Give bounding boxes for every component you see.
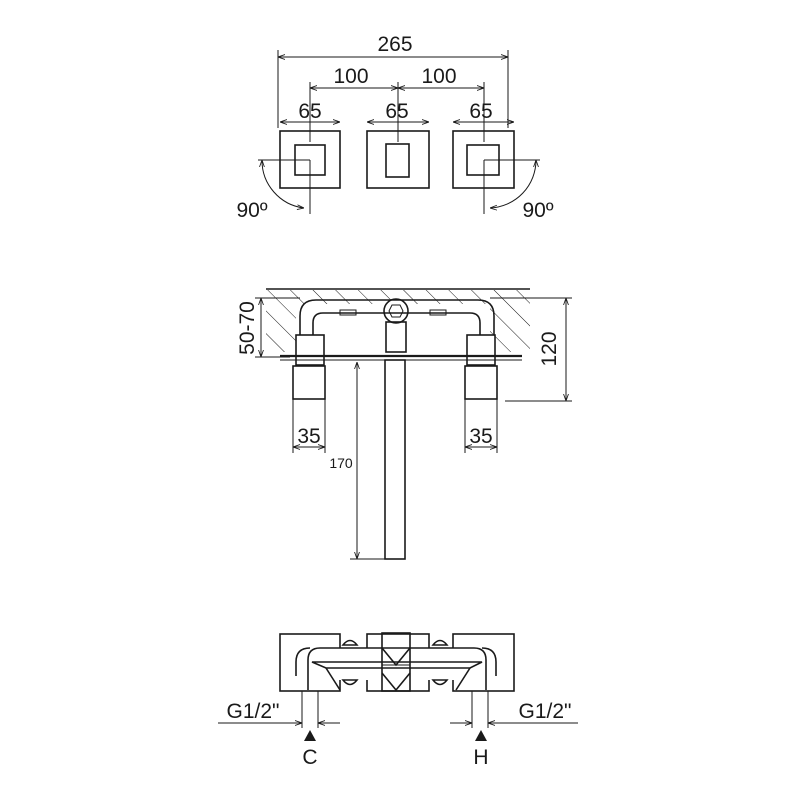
spacing-left-label: 100 [333,65,368,88]
spout-plate [366,130,430,189]
spout [384,359,406,560]
valve-insert-left [339,309,357,316]
inlet-hot-label: H [473,746,488,769]
body-outer [307,647,487,690]
side-view: 50-70 120 35 35 170 [236,288,572,560]
right-handle-body [466,334,496,366]
body-right-curve [481,647,497,676]
body-edge [455,667,471,691]
body-edge [325,667,341,691]
inlet-cold-label: C [302,746,317,769]
rotation-right-label: 90º [522,199,553,222]
left-handle-cap [292,365,326,400]
plate-right-label: 65 [469,100,492,123]
inlet-hot-arrow-icon [475,730,487,741]
handle-left-label: 35 [297,425,320,448]
spout-length-label: 170 [329,455,353,471]
bottom-view: G1/2" G1/2" C H [218,632,578,769]
concealed-pipe-outer [299,299,495,335]
connection-right-label: G1/2" [519,700,572,723]
top-view: 265 100 100 65 65 65 90º 90º [236,33,553,222]
connection-left-label: G1/2" [227,700,280,723]
wall-depth-label: 50-70 [236,301,259,355]
body-left-curve [295,647,311,676]
valve-insert-right [429,309,447,316]
left-handle-body [295,334,325,366]
mounting-lug [341,679,359,686]
plate-left-label: 65 [298,100,321,123]
rotation-arc-left [262,160,304,208]
rotation-arc-right [490,160,536,208]
right-handle-cap [464,365,498,400]
handle-right-label: 35 [469,425,492,448]
height-label: 120 [538,331,561,366]
spacing-right-label: 100 [421,65,456,88]
overall-width-label: 265 [377,33,412,56]
mounting-lug [431,679,449,686]
mounting-lug [431,639,449,646]
inlet-cold-arrow-icon [304,730,316,741]
spout-outlet [385,143,410,178]
rotation-left-label: 90º [236,199,267,222]
spout-neck [385,321,407,353]
concealed-pipe-inner [312,312,481,335]
spout-connector [383,298,409,324]
center-fitting-chevron [381,672,411,692]
mounting-lug [341,639,359,646]
hex-nut [388,304,404,318]
plate-center-label: 65 [385,100,408,123]
